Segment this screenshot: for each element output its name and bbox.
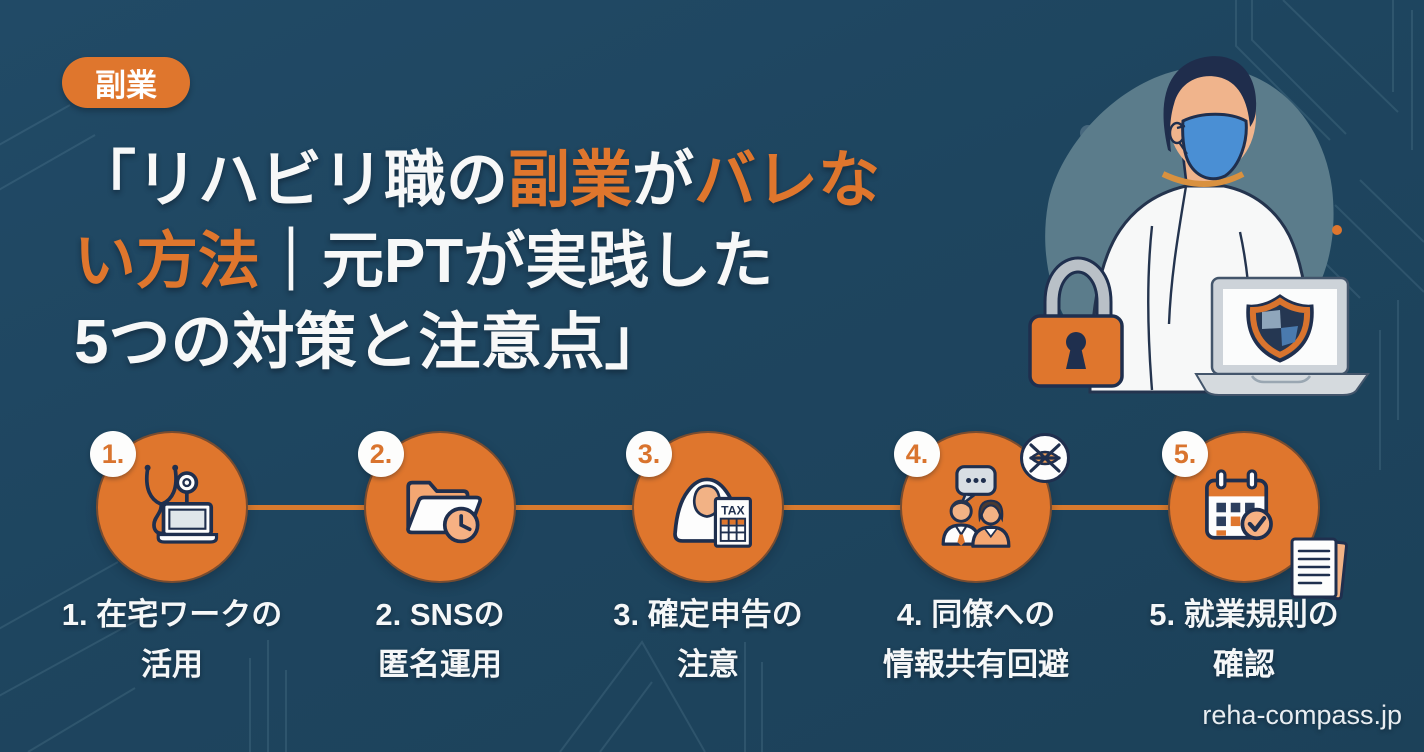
step-label-line: 5. 就業規則の [1149,597,1339,632]
step-2-label: 2. SNSの 匿名運用 [290,590,590,690]
step-5-number-badge: 5. [1162,431,1208,477]
step-label-line: 確認 [1213,647,1275,682]
title-segment: 5つの対策と注意点」 [74,308,667,377]
step-3: TAX 3. [626,431,784,583]
title-segment: バレな [694,146,881,215]
accent-dot [1332,225,1342,235]
no-speech-badge-icon [1020,433,1070,483]
title-line-2: い方法｜元PTが実践した [74,221,880,302]
step-2-circle [364,431,516,583]
step-label-line: 1. 在宅ワークの [61,597,283,632]
step-label-line: 3. 確定申告の [613,597,803,632]
step-1-circle [96,431,248,583]
title-line-1: 「リハビリ職の副業がバレな [74,140,880,221]
step-4-number-badge: 4. [894,431,940,477]
title-segment: が [632,146,695,215]
step-label-line: 2. SNSの [375,597,505,632]
step-3-circle: TAX [632,431,784,583]
step-3-label: 3. 確定申告の 注意 [558,590,858,690]
title-segment: ｜元PTが実践した [260,227,774,296]
step-5-circle [1168,431,1320,583]
step-3-number-badge: 3. [626,431,672,477]
step-5: 5. [1162,431,1349,601]
anonymous-person-tax-icon: TAX [673,477,752,548]
colleagues-no-chat-icon [941,465,1011,548]
site-url: reha-compass.jp [1202,700,1402,730]
tax-label: TAX [721,503,745,517]
topic-badge: 副業 [62,57,190,108]
title-line-3: 5つの対策と注意点」 [74,302,880,383]
step-4: 4. [894,431,1070,583]
hero-illustration [1028,56,1370,396]
title-segment: 副業 [508,146,633,215]
laptop-shield-icon [1194,276,1370,396]
padlock-icon [1028,256,1124,388]
step-2: 2. [358,431,516,583]
step-label-line: 情報共有回避 [883,647,1069,682]
step-4-label: 4. 同僚への 情報共有回避 [826,590,1126,690]
step-1-label: 1. 在宅ワークの 活用 [22,590,322,690]
step-label-line: 注意 [677,647,739,682]
documents-icon [1290,537,1349,601]
folder-clock-icon [406,480,482,544]
step-1: 1. [90,431,248,583]
title-segment: 「リハビリ職の [74,146,509,215]
page-title: 「リハビリ職の副業がバレな い方法｜元PTが実践した 5つの対策と注意点」 [74,140,880,383]
calendar-check-documents-icon [1205,469,1273,541]
step-2-number-badge: 2. [358,431,404,477]
stethoscope-laptop-icon [144,464,219,544]
title-segment: い方法 [74,227,261,296]
step-1-number-badge: 1. [90,431,136,477]
step-label-line: 匿名運用 [378,647,502,682]
step-label-line: 活用 [141,647,203,682]
step-label-line: 4. 同僚への [896,597,1056,632]
step-5-label: 5. 就業規則の 確認 [1094,590,1394,690]
